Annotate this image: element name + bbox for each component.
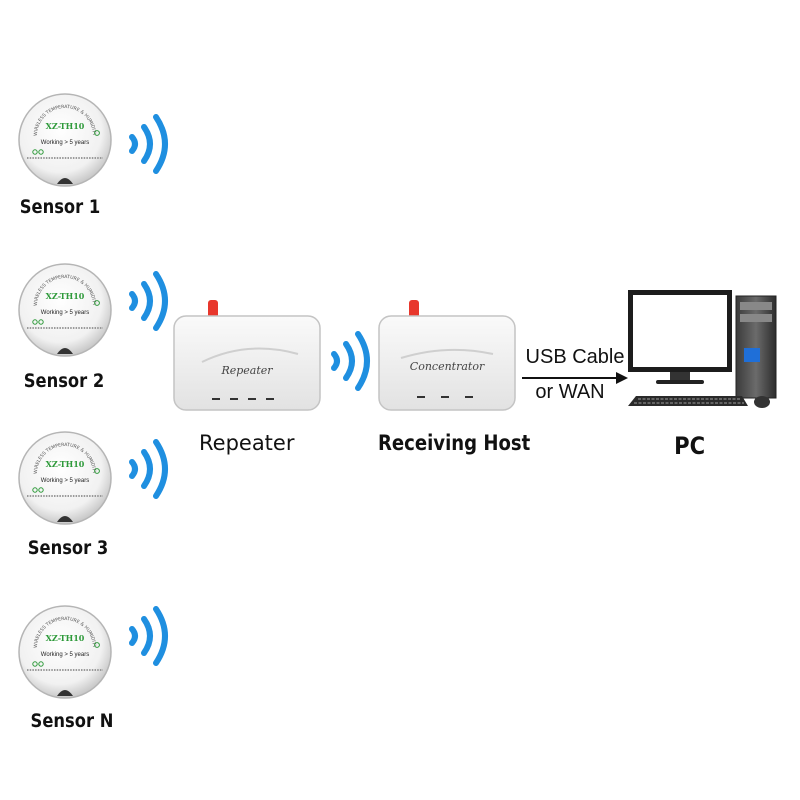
wifi-signal-icon <box>129 271 168 331</box>
link-arrow-icon <box>522 372 628 384</box>
sensor-device-2: WIRELESS TEMPERATURE & HUMIDITY SENSOR X… <box>17 262 112 357</box>
sensor-label-3: Sensor 3 <box>27 537 109 559</box>
concentrator-device-text: Concentrator <box>410 360 485 373</box>
receiving-host-label: Receiving Host <box>378 431 531 455</box>
sensor-label-1: Sensor 1 <box>19 196 101 218</box>
wan-label: or WAN <box>535 381 605 403</box>
concentrator-device: Concentrator <box>378 300 516 411</box>
sensor-model-text: XZ-TH10 <box>46 633 85 643</box>
sensor-model-text: XZ-TH10 <box>46 291 85 301</box>
sensor-label-2: Sensor 2 <box>23 370 105 392</box>
sensor-model-text: XZ-TH10 <box>46 121 85 131</box>
sensor-device-1: WIRELESS TEMPERATURE & HUMIDITY SENSOR X… <box>17 92 112 187</box>
pc-label: PC <box>674 432 706 460</box>
sensor-rating-text: Working > 5 years <box>41 140 89 146</box>
repeater-device: Repeater <box>173 300 321 411</box>
sensor-device-n: WIRELESS TEMPERATURE & HUMIDITY SENSOR X… <box>17 604 112 699</box>
sensor-rating-text: Working > 5 years <box>41 652 89 658</box>
repeater-device-text: Repeater <box>220 364 273 377</box>
repeater-label: Repeater <box>199 431 295 455</box>
wifi-signal-icon <box>129 114 168 174</box>
pc-computer-icon <box>628 290 777 408</box>
sensor-device-3: WIRELESS TEMPERATURE & HUMIDITY SENSOR X… <box>17 430 112 525</box>
wifi-signal-icon <box>129 439 168 499</box>
wifi-signal-icon <box>331 331 370 391</box>
sensor-label-n: Sensor N <box>30 710 114 732</box>
usb-cable-label: USB Cable <box>525 346 625 368</box>
sensor-rating-text: Working > 5 years <box>41 310 89 316</box>
wifi-signal-icon <box>129 606 168 666</box>
sensor-model-text: XZ-TH10 <box>46 459 85 469</box>
sensor-rating-text: Working > 5 years <box>41 478 89 484</box>
